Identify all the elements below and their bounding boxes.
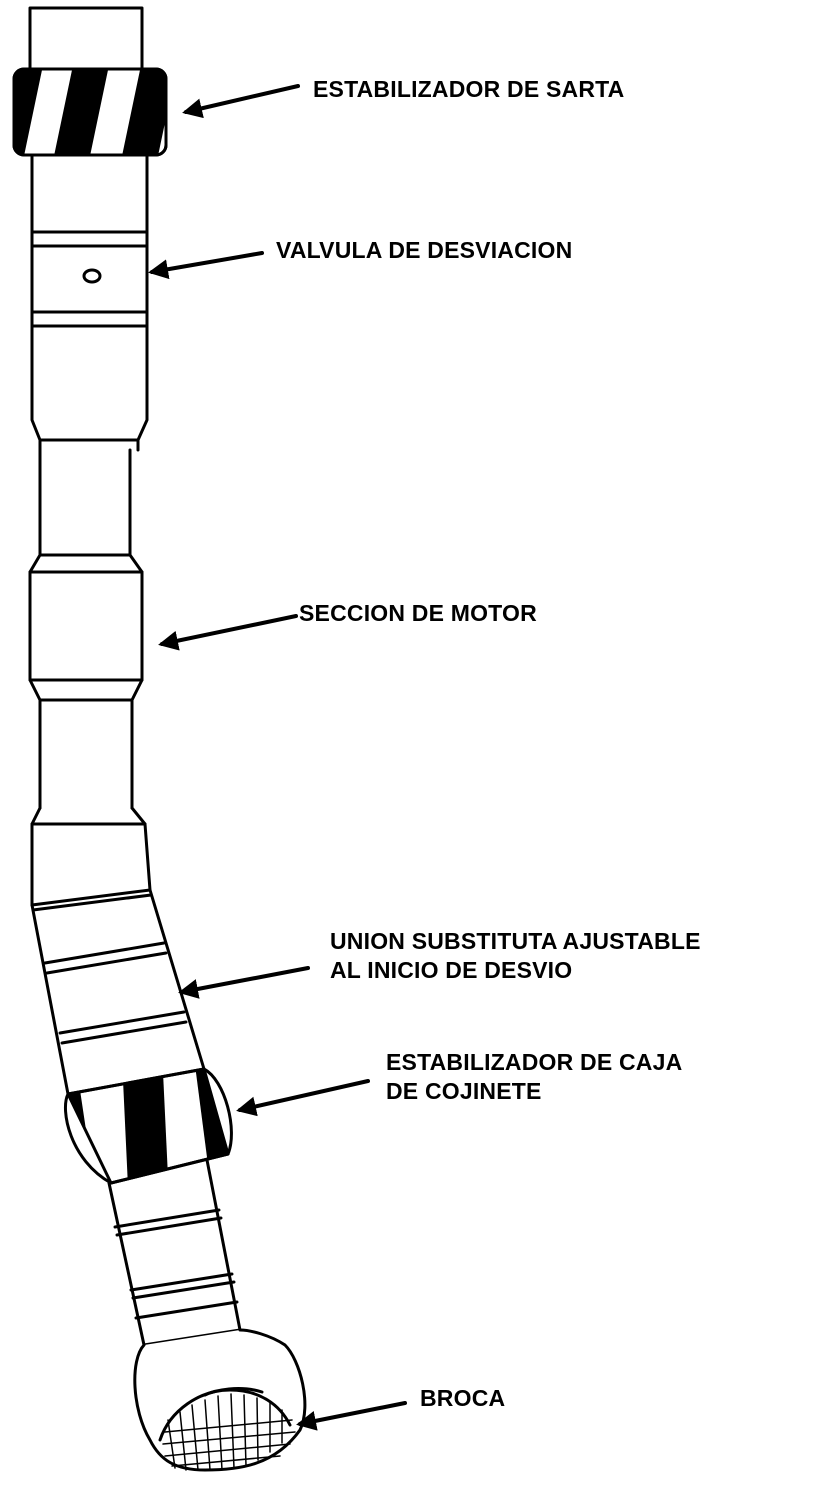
- label-adjustable-sub-line1: UNION SUBSTITUTA AJUSTABLE: [330, 928, 701, 954]
- arrow-bearing-stabilizer: [236, 1079, 370, 1117]
- string-stabilizer-drawing: [12, 67, 168, 157]
- arrow-bypass-valve: [148, 251, 264, 280]
- arrow-bit: [296, 1401, 407, 1431]
- label-adjustable-sub-line2: AL INICIO DE DESVIO: [330, 957, 573, 983]
- adjustable-sub-drawing: [30, 888, 206, 1096]
- label-motor-section: SECCION DE MOTOR: [299, 600, 537, 626]
- label-bearing-stabilizer-line1: ESTABILIZADOR DE CAJA: [386, 1049, 683, 1075]
- label-bypass-valve: VALVULA DE DESVIACION: [276, 237, 573, 263]
- label-bit: BROCA: [420, 1385, 506, 1411]
- top-connection: [28, 6, 144, 72]
- motor-section-drawing: [28, 448, 152, 907]
- bypass-valve-drawing: [30, 153, 149, 452]
- arrow-string-stabilizer: [182, 84, 300, 119]
- drill-bit-drawing: [133, 1328, 307, 1472]
- lower-body-drawing: [107, 1158, 242, 1347]
- bearing-stabilizer-drawing: [64, 1067, 233, 1185]
- label-bearing-stabilizer-line2: DE COJINETE: [386, 1078, 542, 1104]
- arrow-motor-section: [158, 614, 298, 651]
- arrow-adjustable-sub: [178, 966, 310, 999]
- label-string-stabilizer: ESTABILIZADOR DE SARTA: [313, 76, 625, 102]
